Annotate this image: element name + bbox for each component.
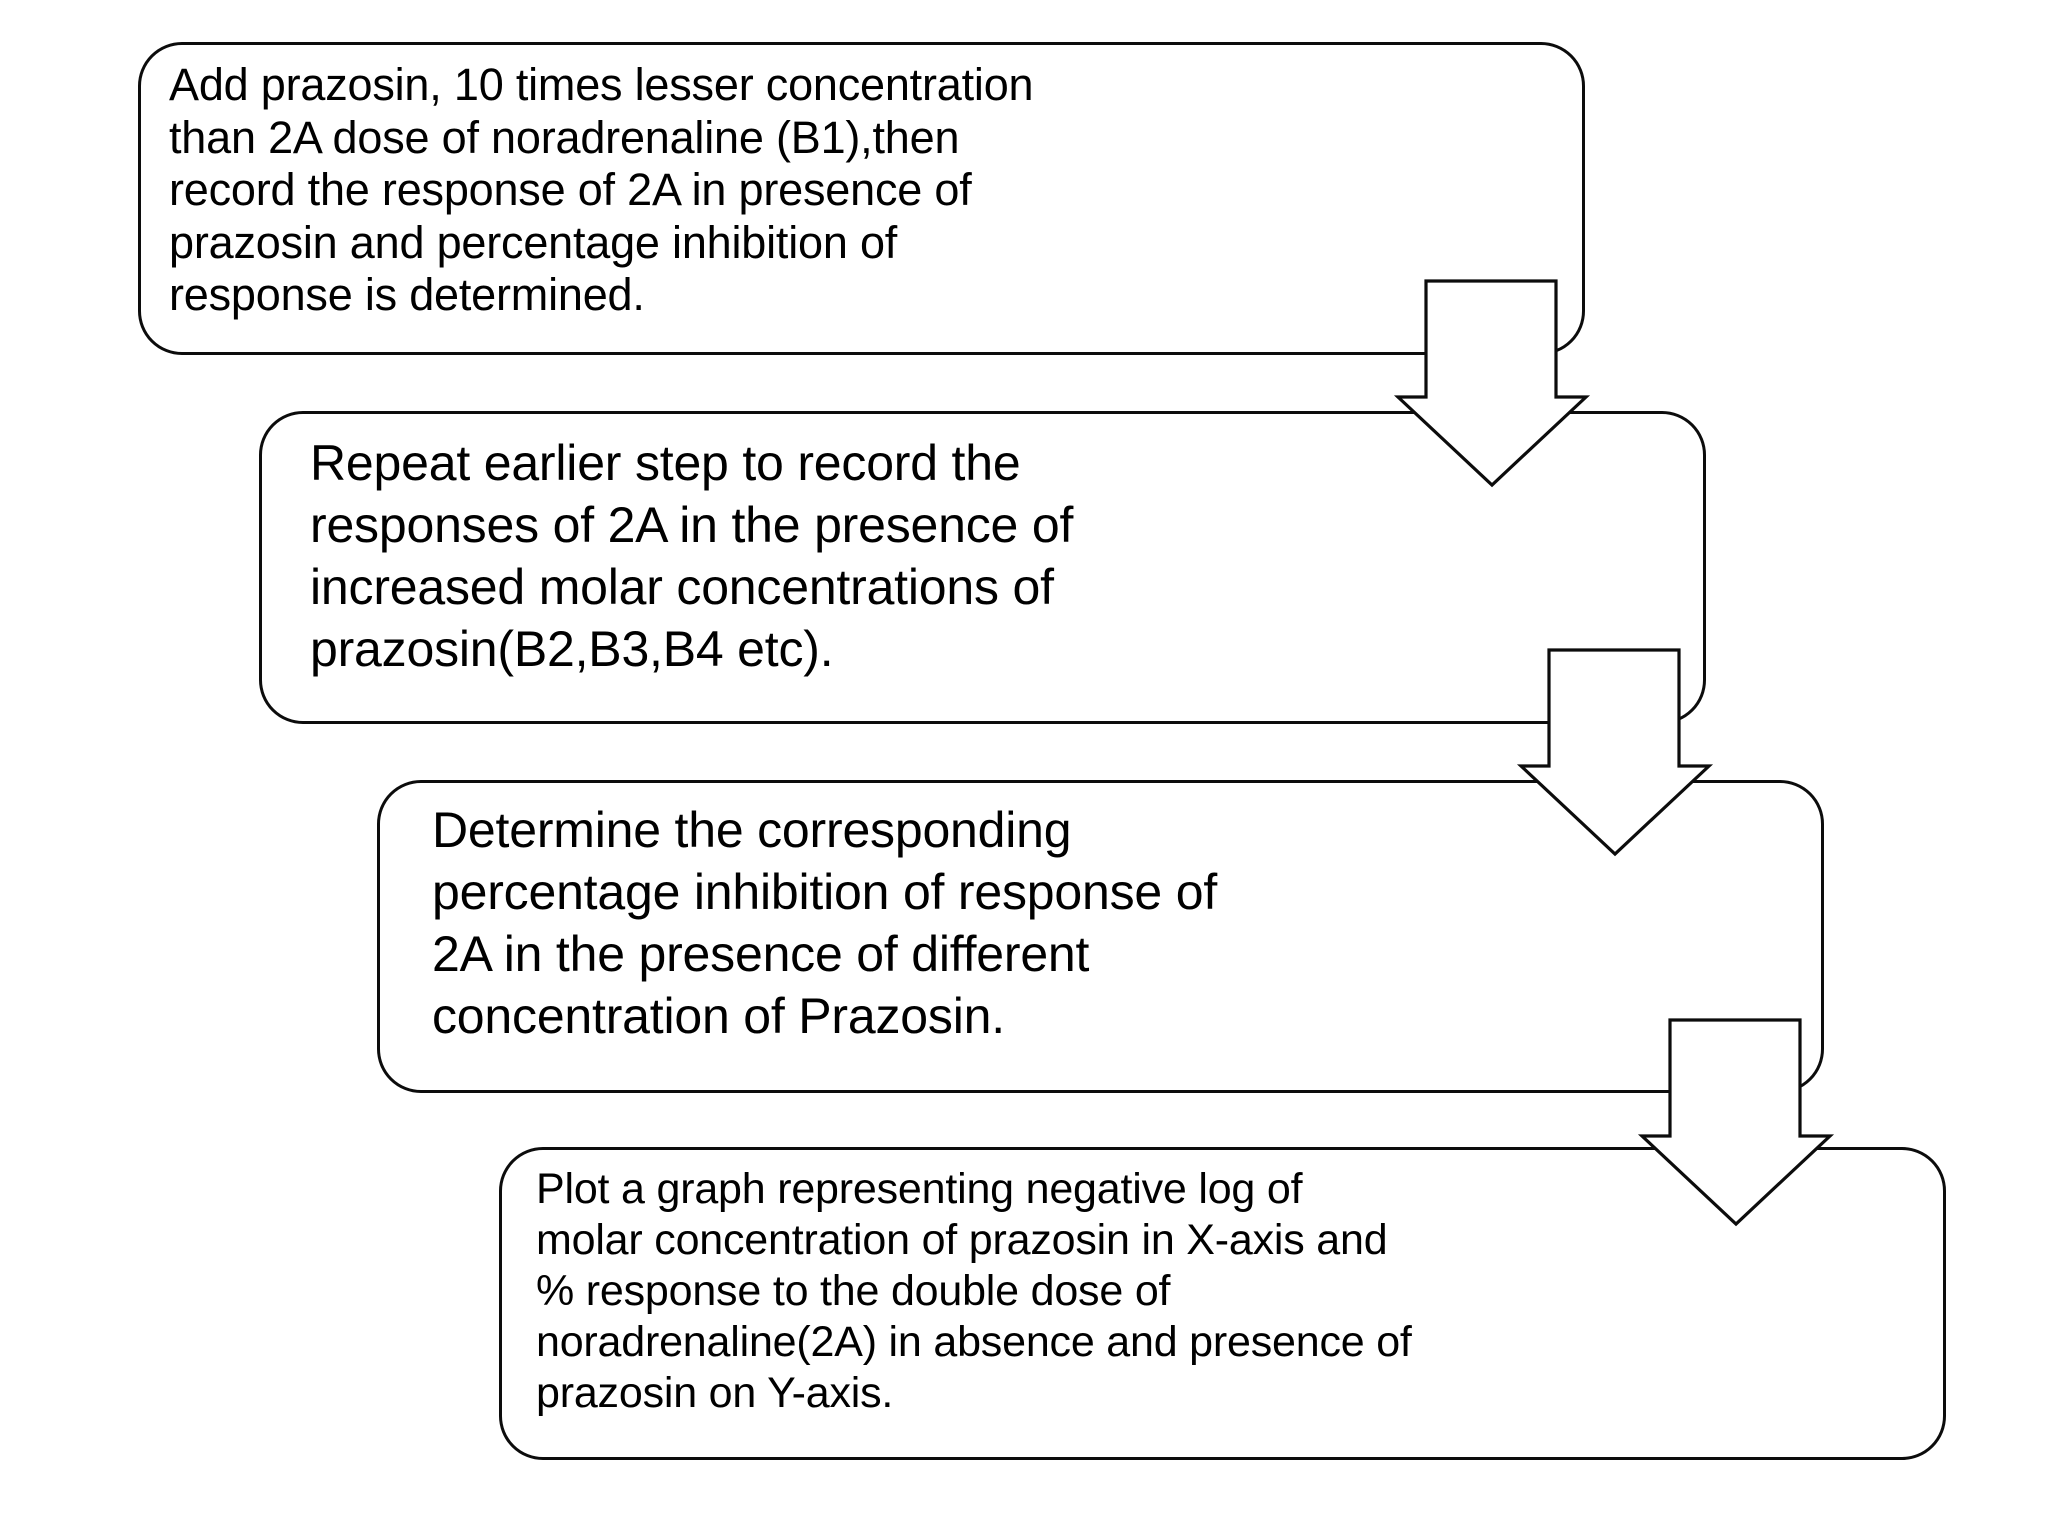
process-box-step-2-text: Repeat earlier step to record the respon… xyxy=(310,435,1074,677)
down-arrow-icon-connector-1 xyxy=(1393,279,1591,488)
process-box-step-3[interactable]: Determine the corresponding percentage i… xyxy=(377,780,1824,1093)
process-box-step-3-text: Determine the corresponding percentage i… xyxy=(432,802,1218,1044)
process-box-step-4-text: Plot a graph representing negative log o… xyxy=(536,1165,1412,1417)
process-box-step-2[interactable]: Repeat earlier step to record the respon… xyxy=(259,411,1706,724)
down-arrow-icon-connector-3 xyxy=(1637,1018,1835,1227)
process-box-step-1-text: Add prazosin, 10 times lesser concentrat… xyxy=(169,59,1034,320)
down-arrow-icon xyxy=(1516,648,1714,857)
down-arrow-icon xyxy=(1637,1018,1835,1227)
process-box-step-1[interactable]: Add prazosin, 10 times lesser concentrat… xyxy=(138,42,1585,355)
down-arrow-icon-connector-2 xyxy=(1516,648,1714,857)
process-box-step-4[interactable]: Plot a graph representing negative log o… xyxy=(499,1147,1946,1460)
down-arrow-icon xyxy=(1393,279,1591,488)
